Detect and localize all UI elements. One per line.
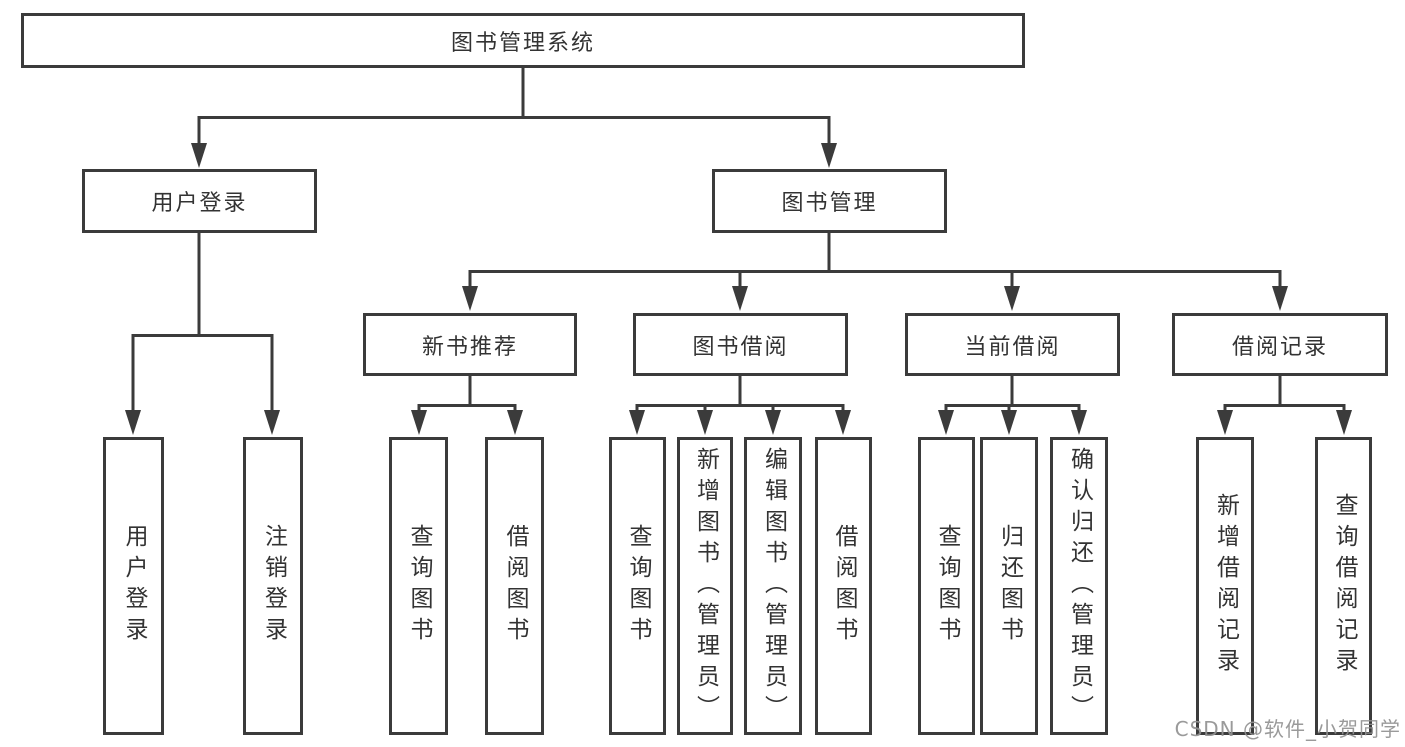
connector-book-management-to-level3 xyxy=(462,233,1288,311)
node-new-book-recommendation: 新书推荐 xyxy=(363,313,577,376)
connector-user-login-to-leaves xyxy=(125,233,280,435)
leaf-query-books-current: 查询图书 xyxy=(918,437,975,735)
node-root-book-management-system: 图书管理系统 xyxy=(21,13,1025,68)
node-label: 新增借阅记录 xyxy=(1212,493,1239,679)
node-label: 借阅记录 xyxy=(1231,334,1328,360)
node-label: 归还图书 xyxy=(996,524,1023,648)
leaf-borrow-books-recommend: 借阅图书 xyxy=(485,437,544,735)
leaf-query-books-borrowing: 查询图书 xyxy=(609,437,666,735)
leaf-confirm-return-admin: 确认归还（管理员） xyxy=(1050,437,1108,735)
node-label: 借阅图书 xyxy=(502,524,528,648)
node-label: 新增图书（管理员） xyxy=(692,446,719,726)
leaf-logout: 注销登录 xyxy=(243,437,303,735)
csdn-watermark: CSDN @软件_小贺同学 xyxy=(1174,717,1401,741)
node-label: 新书推荐 xyxy=(421,334,518,360)
connector-borrow-records-to-leaves xyxy=(1217,376,1352,435)
node-user-login: 用户登录 xyxy=(82,169,317,233)
leaf-add-books-admin: 新增图书（管理员） xyxy=(677,437,733,735)
node-borrow-records: 借阅记录 xyxy=(1172,313,1388,376)
node-label: 用户登录 xyxy=(121,524,147,648)
node-book-borrowing: 图书借阅 xyxy=(633,313,848,376)
leaf-query-borrow-record: 查询借阅记录 xyxy=(1315,437,1372,735)
node-label: 编辑图书（管理员） xyxy=(760,446,787,726)
leaf-return-books: 归还图书 xyxy=(980,437,1038,735)
leaf-user-login: 用户登录 xyxy=(103,437,164,735)
node-label: 查询图书 xyxy=(625,524,651,648)
node-label: 当前借阅 xyxy=(964,334,1061,360)
leaf-add-borrow-record: 新增借阅记录 xyxy=(1196,437,1254,735)
connector-root-to-level2 xyxy=(191,68,837,168)
node-label: 查询借阅记录 xyxy=(1331,493,1357,679)
connector-book-borrowing-to-leaves xyxy=(629,376,851,435)
node-label: 查询图书 xyxy=(934,524,960,648)
node-label: 注销登录 xyxy=(260,524,287,648)
node-current-borrowing: 当前借阅 xyxy=(905,313,1120,376)
node-label: 图书借阅 xyxy=(692,334,789,360)
node-label: 确认归还（管理员） xyxy=(1066,446,1093,726)
node-label: 查询图书 xyxy=(406,524,432,648)
node-label: 用户登录 xyxy=(151,191,248,216)
leaf-edit-books-admin: 编辑图书（管理员） xyxy=(744,437,802,735)
connector-new-book-to-leaves xyxy=(411,376,523,435)
node-label: 图书管理 xyxy=(781,191,878,216)
connector-current-borrowing-to-leaves xyxy=(938,376,1087,435)
node-label: 图书管理系统 xyxy=(450,30,595,56)
node-label: 借阅图书 xyxy=(831,524,857,648)
leaf-query-books-recommend: 查询图书 xyxy=(389,437,448,735)
node-book-management: 图书管理 xyxy=(712,169,947,233)
leaf-borrow-books-borrowing: 借阅图书 xyxy=(815,437,872,735)
